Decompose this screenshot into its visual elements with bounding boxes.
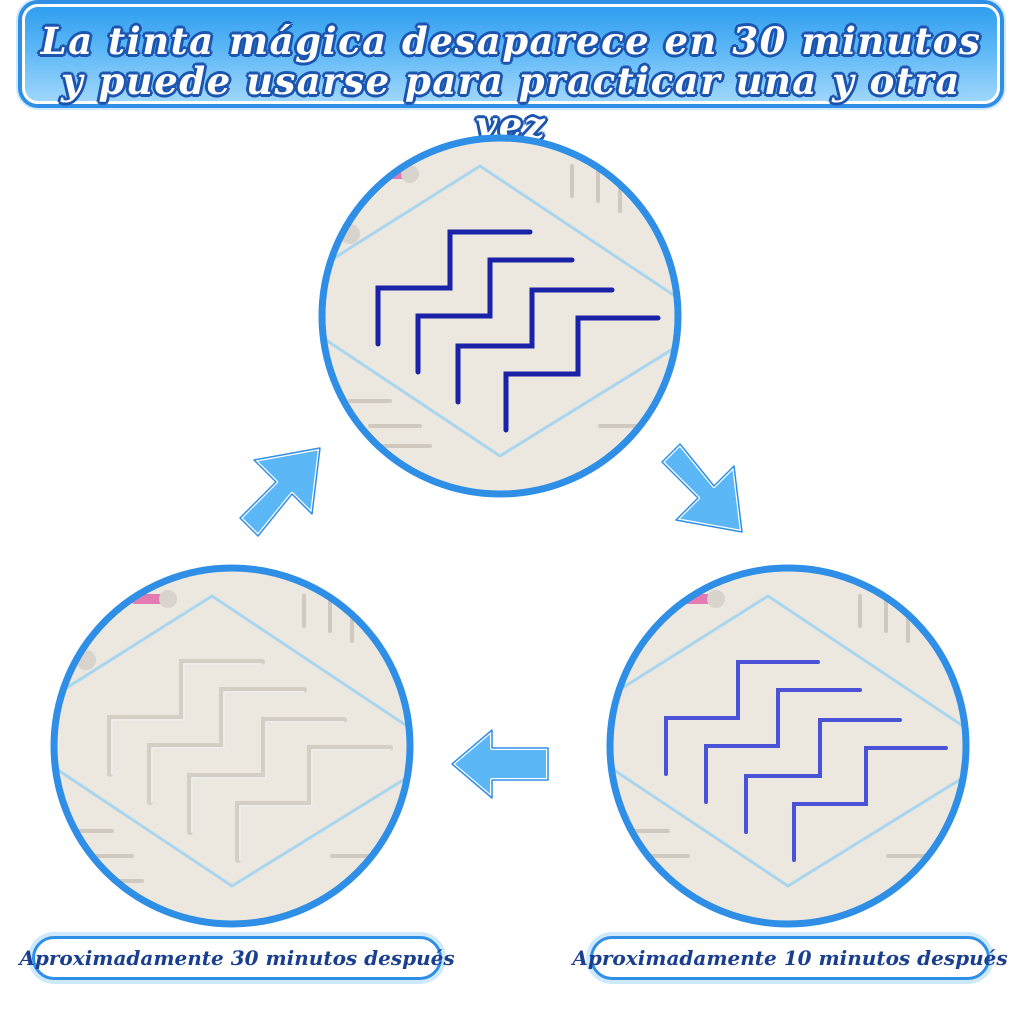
caption-left: Aproximadamente 30 minutos después xyxy=(19,936,455,980)
ink-zigzags-faded xyxy=(664,660,948,862)
empty-grooves xyxy=(107,659,393,863)
panel-left-30-min xyxy=(50,564,414,928)
caption-right: Aproximadamente 10 minutos después xyxy=(572,936,1008,980)
arrow-left-icon xyxy=(450,728,550,800)
title-banner: La tinta mágica desaparece en 30 minutos… xyxy=(22,4,1000,147)
panel-top-ink-fresh xyxy=(318,134,682,498)
banner-line-1: La tinta mágica desaparece en 30 minutos xyxy=(40,19,982,63)
arrow-down-right-icon xyxy=(660,442,744,534)
ink-zigzags xyxy=(375,229,661,433)
arrow-up-right-icon xyxy=(238,446,322,538)
panel-right-10-min xyxy=(606,564,970,928)
banner-line-2: y puede usarse para practicar una y otra… xyxy=(61,59,961,147)
